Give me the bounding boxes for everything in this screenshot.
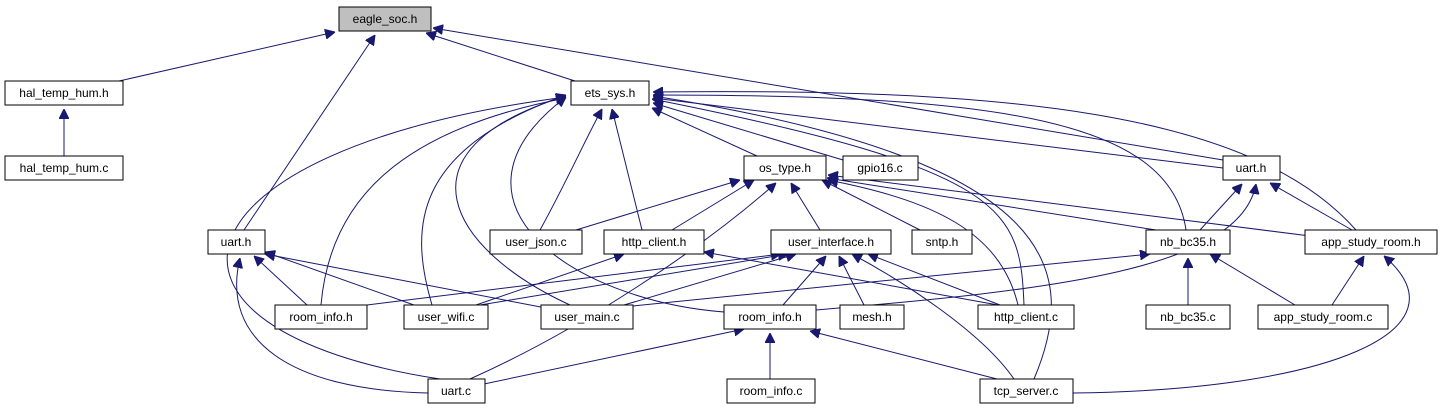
edge-user-json-c-to-os-type-h: [575, 180, 740, 231]
node-label: gpio16.c: [857, 161, 902, 175]
edge-room-info-h-left-to-ets-sys-h: [320, 98, 566, 306]
node-label: nb_bc35.c: [1160, 310, 1215, 324]
node-label: os_type.h: [759, 161, 811, 175]
node-label: user_json.c: [505, 235, 566, 249]
node-label: eagle_soc.h: [353, 12, 418, 26]
node-label: http_client.h: [622, 235, 687, 249]
node-room-info-h-left[interactable]: room_info.h: [274, 304, 368, 330]
node-label: mesh.h: [852, 310, 891, 324]
node-http-client-h[interactable]: http_client.h: [603, 229, 705, 255]
edge-user-main-c-to-uart-h-left: [265, 254, 547, 309]
node-label: uart.h: [221, 235, 252, 249]
node-label: uart.h: [1236, 161, 1267, 175]
edge-gpio16-c-to-ets-sys-h: [653, 103, 844, 161]
file-nodes: eagle_soc.h hal_temp_hum.h hal_temp_hum.…: [4, 6, 1438, 404]
edge-app-study-room-h-to-uart-h-right: [1270, 183, 1353, 231]
edge-http-client-c-to-os-type-h: [828, 180, 1019, 306]
node-gpio16-c[interactable]: gpio16.c: [842, 155, 919, 181]
node-eagle-soc-h[interactable]: eagle_soc.h: [338, 6, 432, 32]
node-label: hal_temp_hum.h: [19, 86, 108, 100]
edge-nb-bc35-h-to-uart-h-right: [1199, 184, 1242, 231]
dependency-edges: [64, 28, 1410, 394]
node-uart-h-left[interactable]: uart.h: [207, 229, 266, 255]
node-label: tcp_server.c: [994, 384, 1059, 398]
node-label: sntp.h: [926, 235, 959, 249]
edge-user-wifi-c-to-uart-h-left: [265, 252, 415, 306]
node-hal-temp-hum-c[interactable]: hal_temp_hum.c: [4, 155, 124, 181]
node-sntp-h[interactable]: sntp.h: [911, 229, 973, 255]
edge-app-study-room-c-to-nb-bc35-h: [1210, 254, 1296, 306]
node-uart-c[interactable]: uart.c: [427, 378, 486, 404]
node-room-info-c[interactable]: room_info.c: [726, 378, 816, 404]
edge-user-main-c-to-nb-bc35-h: [632, 254, 1150, 307]
edge-os-type-h-to-ets-sys-h: [652, 108, 758, 157]
edge-room-info-h-left-to-user-interface-h: [366, 254, 781, 306]
edge-user-json-c-to-ets-sys-h: [539, 109, 602, 231]
edge-user-wifi-c-to-user-interface-h: [479, 254, 788, 306]
node-user-interface-h[interactable]: user_interface.h: [770, 229, 892, 255]
edge-user-wifi-c-to-ets-sys-h: [421, 95, 566, 306]
node-hal-temp-hum-h[interactable]: hal_temp_hum.h: [4, 80, 124, 106]
edge-uart-h-right-to-ets-sys-h: [653, 98, 1224, 169]
edge-nb-bc35-h-to-os-type-h: [827, 178, 1157, 231]
edge-tcp-server-c-to-ets-sys-h: [653, 96, 1052, 380]
edge-app-study-room-h-to-ets-sys-h: [653, 92, 1357, 231]
node-nb-bc35-c[interactable]: nb_bc35.c: [1145, 304, 1231, 330]
node-label: room_info.h: [289, 310, 352, 324]
node-mesh-h[interactable]: mesh.h: [839, 304, 905, 330]
edge-user-wifi-c-to-http-client-h: [475, 254, 624, 306]
edge-room-info-h-mid-to-uart-h-right: [815, 184, 1256, 311]
node-label: room_info.c: [740, 384, 803, 398]
edge-hal-temp-hum-h-to-eagle-soc-h: [118, 32, 335, 82]
edge-http-client-h-to-os-type-h: [671, 180, 754, 231]
edge-user-main-c-to-user-interface-h: [623, 254, 796, 306]
edge-uart-h-left-to-eagle-soc-h: [243, 35, 375, 231]
node-label: user_main.c: [554, 310, 619, 324]
node-label: ets_sys.h: [585, 86, 636, 100]
node-http-client-c[interactable]: http_client.c: [977, 304, 1075, 330]
edge-room-info-h-left-to-uart-h-left: [254, 256, 308, 306]
node-ets-sys-h[interactable]: ets_sys.h: [570, 80, 650, 106]
node-label: nb_bc35.h: [1160, 235, 1216, 249]
node-tcp-server-c[interactable]: tcp_server.c: [979, 378, 1074, 404]
edge-user-interface-h-to-os-type-h: [791, 183, 821, 231]
edge-tcp-server-c-to-room-info-h-mid: [810, 331, 998, 380]
edge-uart-c-to-room-info-h-mid: [483, 329, 744, 385]
node-label: hal_temp_hum.c: [20, 161, 109, 175]
node-label: http_client.c: [994, 310, 1058, 324]
edge-uart-c-to-uart-h-left: [237, 258, 429, 394]
edge-uart-h-right-to-eagle-soc-h: [433, 28, 1224, 161]
node-app-study-room-h[interactable]: app_study_room.h: [1304, 229, 1438, 255]
edge-tcp-server-c-to-app-study-room-h: [1072, 256, 1410, 394]
node-label: user_wifi.c: [418, 310, 475, 324]
node-nb-bc35-h[interactable]: nb_bc35.h: [1145, 229, 1231, 255]
edge-app-study-room-h-to-os-type-h: [828, 175, 1311, 237]
node-label: user_interface.h: [788, 235, 874, 249]
node-user-wifi-c[interactable]: user_wifi.c: [403, 304, 489, 330]
node-label: uart.c: [441, 384, 471, 398]
edge-sntp-h-to-os-type-h: [822, 180, 921, 231]
edge-tcp-server-c-to-user-interface-h: [852, 254, 1015, 380]
edge-nb-bc35-h-to-ets-sys-h: [653, 95, 1187, 231]
node-app-study-room-c[interactable]: app_study_room.c: [1257, 304, 1389, 330]
edge-user-main-c-to-ets-sys-h: [455, 96, 571, 306]
node-room-info-h-mid[interactable]: room_info.h: [723, 304, 817, 330]
node-uart-h-right[interactable]: uart.h: [1222, 155, 1281, 181]
node-label: app_study_room.h: [1321, 235, 1420, 249]
edge-http-client-c-to-ets-sys-h: [652, 99, 1025, 306]
node-os-type-h[interactable]: os_type.h: [743, 155, 827, 181]
edge-uart-c-to-os-type-h: [469, 183, 776, 380]
edge-mesh-h-to-user-interface-h: [839, 256, 865, 306]
edge-room-info-h-mid-to-user-interface-h: [782, 256, 826, 306]
node-label: room_info.h: [738, 310, 801, 324]
edge-ets-sys-h-to-eagle-soc-h: [426, 33, 576, 82]
edge-http-client-c-to-user-interface-h: [868, 254, 1001, 306]
edge-http-client-h-to-ets-sys-h: [612, 109, 643, 231]
node-user-main-c[interactable]: user_main.c: [540, 304, 634, 330]
edge-app-study-room-c-to-app-study-room-h: [1331, 256, 1364, 306]
node-label: app_study_room.c: [1274, 310, 1373, 324]
node-user-json-c[interactable]: user_json.c: [489, 229, 583, 255]
